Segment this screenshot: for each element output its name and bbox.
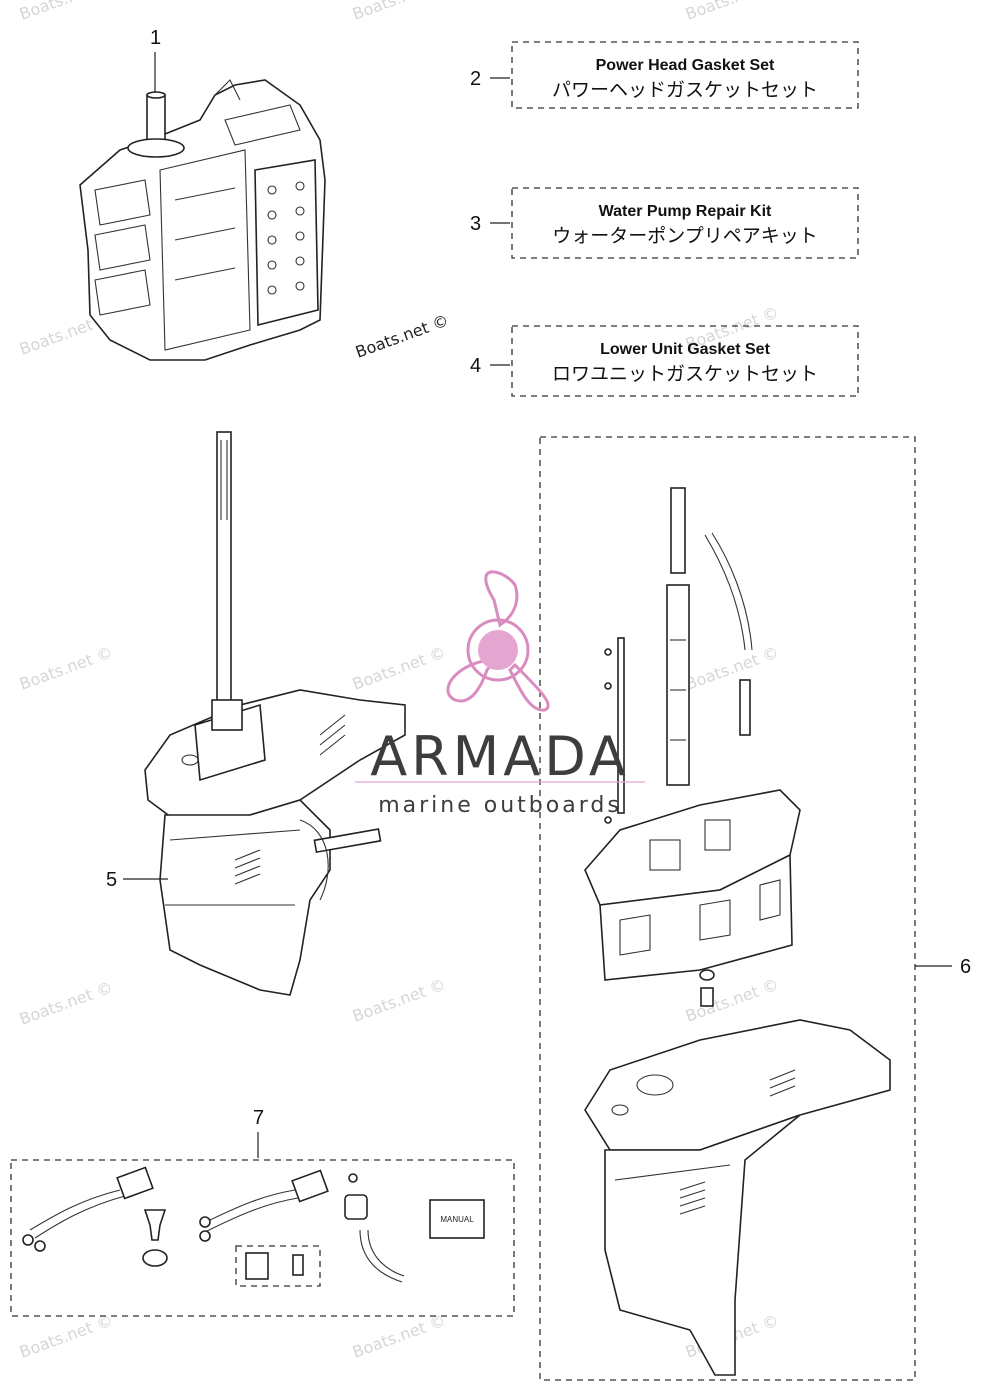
- watermark-text: Boats.net ©: [683, 975, 781, 1026]
- brand-name: ARMADA: [370, 725, 630, 788]
- callout-number: 3: [470, 213, 481, 235]
- kit-box: [235, 1245, 321, 1287]
- watermark-text: Boats.net ©: [350, 643, 448, 694]
- callout-number: 2: [470, 68, 481, 90]
- kit-water-pump-repair[interactable]: 3 Water Pump Repair Kit ウォーターポンプリペアキット: [470, 187, 859, 259]
- engine-block-icon[interactable]: [79, 52, 326, 361]
- watermark-text: Boats.net ©: [350, 1311, 448, 1362]
- watermark-text: Boats.net ©: [17, 0, 115, 24]
- accessory-kit-icon[interactable]: 7 MANUAL: [10, 1107, 515, 1317]
- callout-number: 7: [253, 1107, 264, 1129]
- watermark-text: Boats.net ©: [350, 975, 448, 1026]
- kit-title-jp: パワーヘッドガスケットセット: [552, 79, 818, 101]
- lower-unit-exploded-icon[interactable]: [539, 436, 952, 1381]
- manual-label: MANUAL: [440, 1215, 474, 1224]
- kit-box: [511, 41, 859, 109]
- callout-number: 1: [150, 27, 161, 49]
- kit-box: [539, 436, 916, 1381]
- kit-title-en: Water Pump Repair Kit: [599, 203, 772, 220]
- kit-box: [511, 187, 859, 259]
- copyright-credit: Boats.net ©: [353, 311, 451, 362]
- callout-number: 5: [106, 869, 117, 891]
- watermark-text: Boats.net ©: [17, 643, 115, 694]
- watermark-text: Boats.net ©: [17, 1311, 115, 1362]
- kit-box: [511, 325, 859, 397]
- brand-tagline: marine outboards: [378, 793, 622, 818]
- manual-icon: [429, 1199, 485, 1239]
- callout-number: 6: [960, 956, 971, 978]
- watermark-text: Boats.net ©: [350, 0, 448, 24]
- kit-title-jp: ウォーターポンプリペアキット: [552, 225, 817, 247]
- kit-power-head-gasket[interactable]: 2 Power Head Gasket Set パワーヘッドガスケットセット: [470, 41, 859, 109]
- kit-title-en: Power Head Gasket Set: [596, 57, 775, 74]
- kit-title-jp: ロワユニットガスケットセット: [552, 363, 818, 385]
- watermark-text: Boats.net ©: [683, 643, 781, 694]
- kit-title-en: Lower Unit Gasket Set: [600, 341, 770, 358]
- kit-lower-unit-gasket[interactable]: 4 Lower Unit Gasket Set ロワユニットガスケットセット: [470, 325, 859, 397]
- propeller-logo-icon: [446, 570, 550, 712]
- lower-unit-assembly-icon[interactable]: [123, 431, 406, 996]
- callout-number: 4: [470, 355, 481, 377]
- watermark-text: Boats.net ©: [17, 978, 115, 1029]
- watermark-text: Boats.net ©: [683, 0, 781, 24]
